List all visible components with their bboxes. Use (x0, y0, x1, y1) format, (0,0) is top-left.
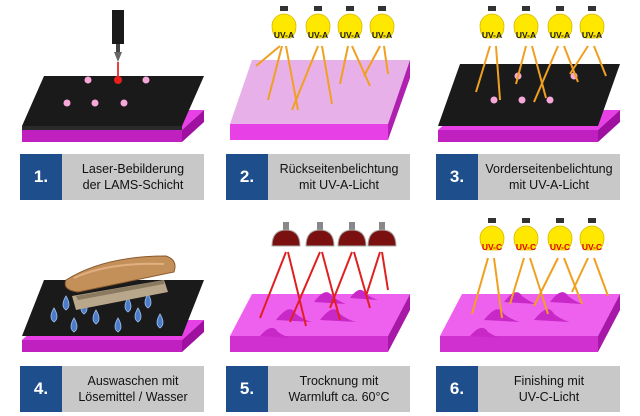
infrared-lamp-icon (271, 222, 397, 247)
lams-layer (22, 280, 204, 336)
bulb-label: UV-C (516, 242, 536, 252)
relief-cone (470, 292, 582, 338)
step-panel-6: UV-C UV-C UV-C UV-C 6. Finishing mit UV-… (430, 218, 626, 412)
relief-dot-icon (63, 76, 150, 107)
step-number: 2. (226, 154, 268, 200)
drying-illustration (230, 222, 410, 352)
uv-bulb-icon (479, 6, 605, 39)
bulb-label: UV-A (582, 30, 602, 40)
plate (438, 64, 620, 142)
washout-illustration (22, 255, 204, 352)
step-caption: 6. Finishing mit UV-C-Licht (436, 366, 620, 412)
step-panel-2: UV-A UV-A UV-A UV-A 2. Rückseitenbelicht… (220, 6, 416, 200)
step-panel-5: 5. Trocknung mit Warmluft ca. 60°C (220, 218, 416, 412)
step-label: Trocknung mit Warmluft ca. 60°C (288, 374, 390, 404)
uv-bulb-icon (271, 6, 395, 39)
plate (230, 60, 410, 140)
step-caption: 3. Vorderseitenbelichtung mit UV-A-Licht (436, 154, 620, 200)
plate (440, 294, 620, 352)
bulb-label: UV-A (482, 30, 502, 40)
step-label: Auswaschen mit Lösemittel / Wasser (78, 374, 188, 404)
uv-rays (255, 45, 389, 111)
step-number: 1. (20, 154, 62, 200)
plate (22, 76, 204, 142)
plate (230, 294, 410, 352)
bulb-label: UV-C (550, 242, 570, 252)
lams-layer (22, 76, 204, 126)
bulb-label: UV-C (482, 242, 502, 252)
front-exposure-illustration: UV-A UV-A UV-A UV-A (438, 6, 620, 142)
droplet-icon (50, 293, 164, 333)
lams-layer (438, 64, 620, 126)
uv-rays (475, 45, 607, 103)
laser-imaging-illustration (22, 10, 204, 142)
warm-air-rays (259, 251, 389, 327)
step-number: 3. (436, 154, 478, 200)
bulb-label: UV-A (340, 30, 360, 40)
laser-head-icon (112, 10, 124, 84)
step-caption: 5. Trocknung mit Warmluft ca. 60°C (226, 366, 410, 412)
step-panel-3: UV-A UV-A UV-A UV-A 3. Vorderseitenbelic… (430, 6, 626, 200)
step-number: 4. (20, 366, 62, 412)
bulb-label: UV-A (550, 30, 570, 40)
step-number: 5. (226, 366, 268, 412)
step-label: Vorderseitenbelichtung mit UV-A-Licht (485, 162, 613, 192)
step-caption: 2. Rückseitenbelichtung mit UV-A-Licht (226, 154, 410, 200)
step-caption: 1. Laser-Bebilderung der LAMS-Schicht (20, 154, 204, 200)
step-panel-1: 1. Laser-Bebilderung der LAMS-Schicht (14, 6, 210, 200)
step-label: Rückseitenbelichtung mit UV-A-Licht (279, 162, 399, 192)
finishing-illustration: UV-C UV-C UV-C UV-C (440, 218, 620, 352)
bulb-label: UV-A (516, 30, 536, 40)
step-panel-4: 4. Auswaschen mit Lösemittel / Wasser (14, 218, 210, 412)
uv-rays (471, 257, 609, 319)
step-number: 6. (436, 366, 478, 412)
bulb-label: UV-A (308, 30, 328, 40)
bulb-label: UV-C (582, 242, 602, 252)
step-label: Laser-Bebilderung der LAMS-Schicht (81, 162, 185, 192)
bulb-label: UV-A (274, 30, 294, 40)
step-caption: 4. Auswaschen mit Lösemittel / Wasser (20, 366, 204, 412)
brush-icon (64, 255, 176, 310)
bulb-label: UV-A (372, 30, 392, 40)
step-label: Finishing mit UV-C-Licht (513, 374, 585, 404)
uv-bulb-icon (479, 218, 605, 251)
back-exposure-illustration: UV-A UV-A UV-A UV-A (230, 6, 410, 140)
